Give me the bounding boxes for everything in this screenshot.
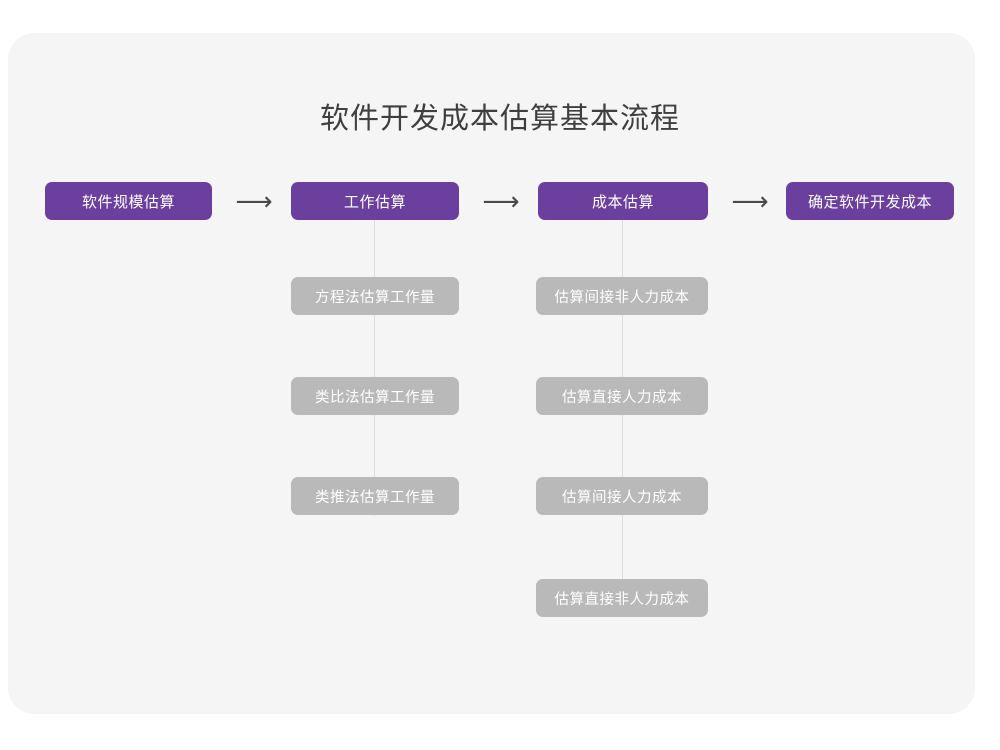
substep-node-equation-method-workload[interactable]: 方程法估算工作量 (291, 277, 459, 315)
stage-node-determine-development-cost[interactable]: 确定软件开发成本 (786, 182, 954, 220)
stage-node-work-estimation[interactable]: 工作估算 (291, 182, 459, 220)
stage-node-cost-estimation[interactable]: 成本估算 (538, 182, 708, 220)
page-title: 软件开发成本估算基本流程 (319, 103, 680, 135)
flow-arrow-3: ⟶ (731, 186, 769, 216)
substep-node-analogy-method-workload[interactable]: 类比法估算工作量 (291, 377, 459, 415)
connector-rail-stage-3 (622, 216, 623, 616)
substep-node-indirect-labor-cost[interactable]: 估算间接人力成本 (536, 477, 708, 515)
connector-rail-stage-2 (374, 216, 375, 516)
substep-node-indirect-non-labor-cost[interactable]: 估算间接非人力成本 (536, 277, 708, 315)
substep-node-inference-method-workload[interactable]: 类推法估算工作量 (291, 477, 459, 515)
flow-arrow-2: ⟶ (482, 186, 520, 216)
diagram-card (8, 33, 975, 714)
flow-arrow-1: ⟶ (235, 186, 273, 216)
stage-node-software-scale-estimation[interactable]: 软件规模估算 (45, 182, 212, 220)
substep-node-direct-labor-cost[interactable]: 估算直接人力成本 (536, 377, 708, 415)
substep-node-direct-non-labor-cost[interactable]: 估算直接非人力成本 (536, 579, 708, 617)
